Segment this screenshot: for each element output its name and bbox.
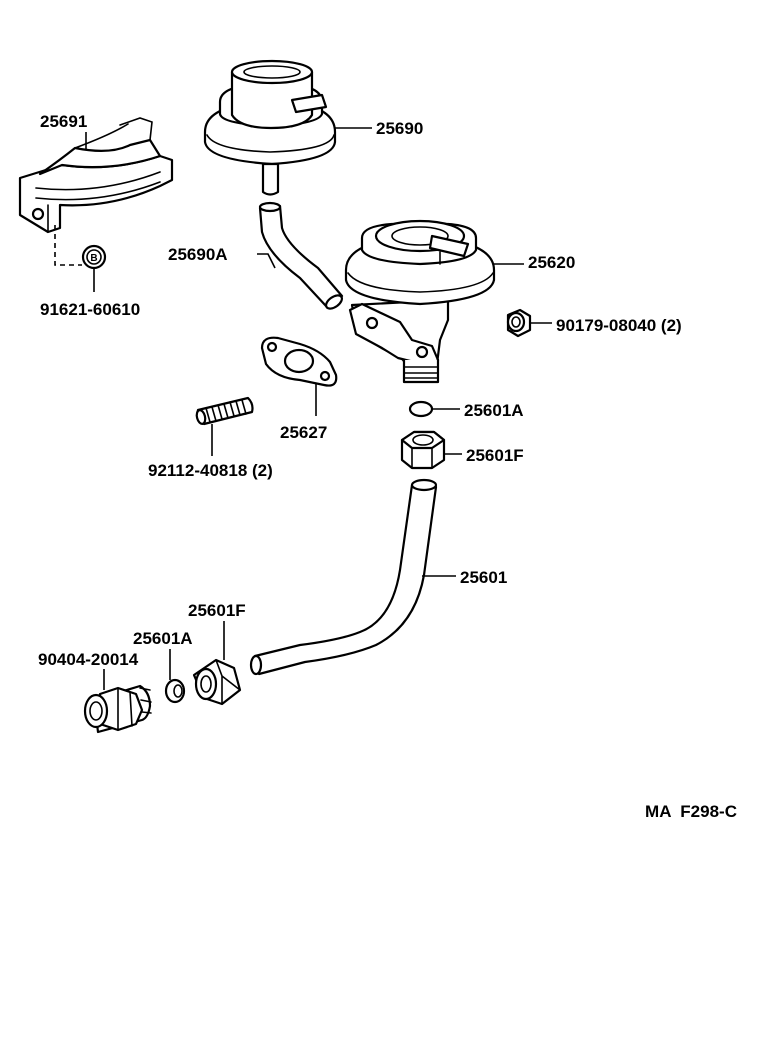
label-egr-valve: 25620	[528, 253, 575, 272]
modulator-bracket[interactable]	[18, 117, 174, 234]
vacuum-hose[interactable]	[258, 201, 344, 311]
label-modulator-bracket: 25691	[40, 112, 87, 131]
label-gasket-lower: 25601A	[133, 629, 193, 648]
gasket[interactable]	[260, 336, 338, 387]
bolt-marker-icon[interactable]: B	[81, 244, 107, 270]
bolt-location-line	[54, 225, 82, 266]
label-stud: 92112-40818 (2)	[148, 461, 273, 480]
stud[interactable]	[195, 396, 254, 426]
leader-lines	[85, 127, 552, 690]
gasket-lower[interactable]	[164, 678, 186, 704]
label-egr-pipe: 25601	[460, 568, 507, 587]
egr-vacuum-modulator[interactable]	[203, 59, 337, 196]
union-nut-lower[interactable]	[192, 658, 242, 706]
label-union-nut-upper: 25601F	[466, 446, 524, 465]
gasket-upper[interactable]	[408, 400, 434, 418]
label-union-nut-lower: 25601F	[188, 601, 246, 620]
reference-code: MA F298-C	[645, 802, 737, 821]
label-valve-nut: 90179-08040 (2)	[556, 316, 682, 335]
union-lower[interactable]	[83, 684, 152, 734]
egr-valve[interactable]	[344, 219, 496, 384]
label-union-lower: 90404-20014	[38, 650, 139, 669]
label-gasket: 25627	[280, 423, 327, 442]
label-gasket-upper: 25601A	[464, 401, 524, 420]
label-vacuum-hose: 25690A	[168, 245, 228, 264]
egr-pipe[interactable]	[249, 478, 438, 676]
label-egr-modulator: 25690	[376, 119, 423, 138]
valve-nut[interactable]	[506, 308, 532, 338]
union-nut-upper[interactable]	[400, 430, 446, 470]
bolt-marker-letter: B	[90, 253, 97, 264]
label-bracket-bolt: 91621-60610	[40, 300, 140, 319]
